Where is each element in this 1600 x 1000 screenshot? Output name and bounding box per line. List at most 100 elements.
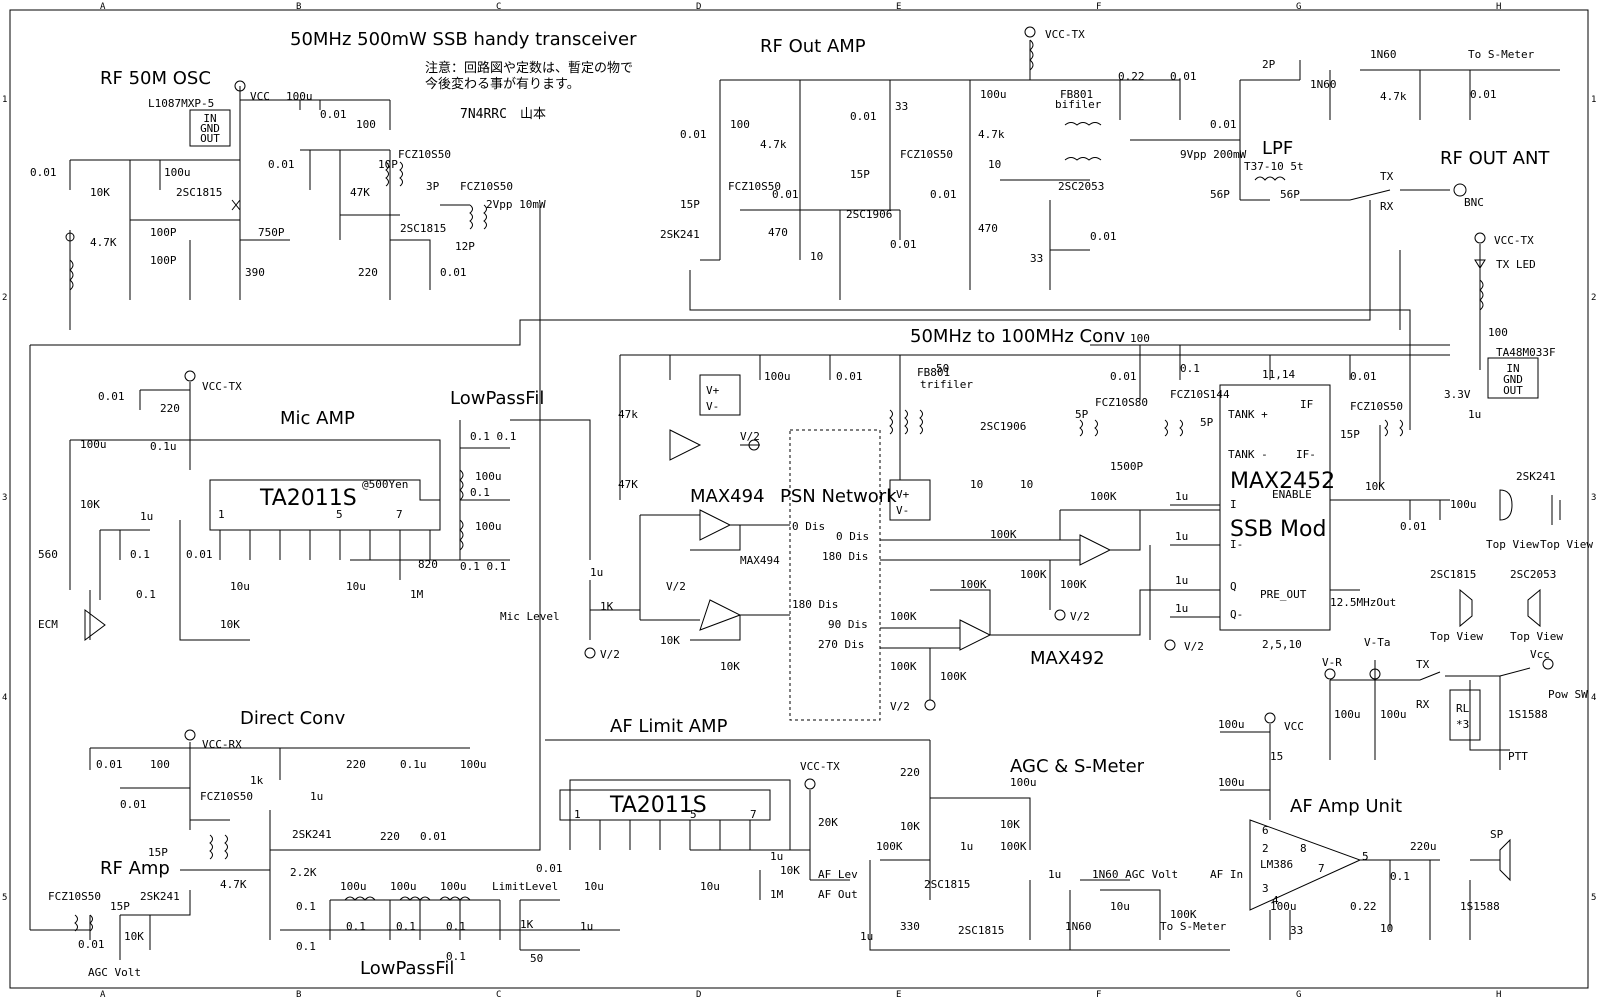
svg-text:FCZ10S50: FCZ10S50 — [460, 180, 513, 193]
opamp-symbols-2 — [959, 534, 1112, 651]
svg-text:100u: 100u — [1270, 900, 1297, 913]
svg-text:10K: 10K — [220, 618, 240, 631]
section-rf-out-amp: RF Out AMP — [760, 36, 866, 57]
reg2-in: IN — [1506, 362, 1519, 375]
svg-text:0.1: 0.1 — [446, 950, 466, 963]
ta48m033f-block: VCC-TX TX LED 100 IN GND OUT TA48M033F 3… — [1444, 232, 1556, 421]
ta48m033f-label: TA48M033F — [1496, 346, 1556, 359]
svg-text:15: 15 — [1270, 750, 1283, 763]
mic-level-label: Mic Level — [500, 610, 560, 623]
column-labels: A B C D E F G H A B C D E F G H — [100, 2, 1501, 1000]
svg-text:2SK241: 2SK241 — [292, 828, 332, 841]
svg-text:0.1: 0.1 — [1180, 362, 1200, 375]
svg-text:4.7k: 4.7k — [1380, 90, 1407, 103]
vcc-tx-terminal-icon-3 — [184, 370, 196, 382]
row-label-4: 4 — [2, 693, 7, 703]
svg-text:10K: 10K — [900, 820, 920, 833]
limit-level-label: LimitLevel — [492, 880, 558, 893]
svg-text:0.1: 0.1 — [396, 920, 416, 933]
svg-text:0.01: 0.01 — [850, 110, 877, 123]
v-half-terminal-icon-2 — [748, 439, 760, 451]
row-label-4-right: 4 — [1591, 693, 1596, 703]
svg-text:0.01: 0.01 — [1350, 370, 1377, 383]
opamp-buffer-2 — [889, 479, 931, 521]
row-label-1-right: 1 — [1591, 95, 1596, 105]
af-out-label: AF Out — [818, 888, 858, 901]
svg-text:0.01: 0.01 — [1110, 370, 1137, 383]
svg-text:47K: 47K — [618, 478, 638, 491]
l1087-regulator — [189, 109, 231, 147]
svg-text:15P: 15P — [110, 900, 130, 913]
top-view-2sk241-label: 2SK241 — [1516, 470, 1556, 483]
agc-block: 220 10K 100K 1u 100K 10K 100u 2SC1815 33… — [545, 739, 1243, 951]
vcc-tx-label-3: VCC-TX — [202, 380, 242, 393]
svg-text:4.7k: 4.7k — [978, 128, 1005, 141]
vcc-tx-terminal-icon-4 — [804, 778, 816, 790]
svg-text:2.2K: 2.2K — [290, 866, 317, 879]
svg-text:0.01: 0.01 — [536, 862, 563, 875]
section-rf-osc: RF 50M OSC — [100, 68, 211, 89]
svg-text:0.01: 0.01 — [890, 238, 917, 251]
section-lowpass-2: LowPassFil — [360, 958, 454, 979]
row-label-1: 1 — [2, 95, 7, 105]
svg-text:1u: 1u — [1048, 868, 1061, 881]
note-line-1: 注意：回路図や定数は、暫定の物で — [425, 60, 633, 76]
v-half-terminal-icon-5 — [1164, 639, 1176, 651]
svg-text:1N60: 1N60 — [1370, 48, 1397, 61]
svg-text:220: 220 — [358, 266, 378, 279]
rx-label-2: RX — [1416, 698, 1430, 711]
svg-text:0.01: 0.01 — [1400, 520, 1427, 533]
t37-label: T37-10 5t — [1244, 160, 1304, 173]
section-psn: PSN Network — [780, 486, 897, 507]
svg-text:100K: 100K — [940, 670, 967, 683]
svg-text:10: 10 — [1020, 478, 1033, 491]
max2452-tank-p: TANK + — [1228, 408, 1268, 421]
svg-text:1u: 1u — [770, 850, 783, 863]
vcc-label-2: VCC — [1284, 720, 1304, 733]
max2452-pre-out: PRE_OUT — [1260, 588, 1307, 601]
svg-text:FCZ10S50: FCZ10S50 — [200, 790, 253, 803]
svg-text:1S1588: 1S1588 — [1460, 900, 1500, 913]
svg-text:100u: 100u — [1450, 498, 1477, 511]
mic-level-block: Mic Level 1K 1u V/2 — [500, 419, 640, 661]
out-12m5-label: 12.5MHzOut — [1330, 596, 1396, 609]
af-lev-label: AF Lev — [818, 868, 858, 881]
svg-text:50: 50 — [530, 952, 543, 965]
section-mic-amp: Mic AMP — [280, 408, 355, 429]
max2452-vcc-pins: 11,14 — [1262, 368, 1295, 381]
svg-text:47K: 47K — [350, 186, 370, 199]
max2452-block: TANK + TANK - IF IF- ENABLE I I- Q Q- PR… — [1149, 368, 1477, 651]
svg-text:1N60: 1N60 — [1310, 78, 1337, 91]
col-label-e-bottom: E — [896, 990, 901, 1000]
svg-text:10K: 10K — [90, 186, 110, 199]
vcc-rx-label: VCC-RX — [202, 738, 242, 751]
svg-text:2SC1906: 2SC1906 — [980, 420, 1026, 433]
svg-text:100u: 100u — [390, 880, 417, 893]
ecm-label: ECM — [38, 618, 58, 631]
v3v3-label: 3.3V — [1444, 388, 1471, 401]
svg-text:100u: 100u — [1218, 718, 1245, 731]
svg-text:1500P: 1500P — [1110, 460, 1143, 473]
top-view-2sc2053-label: 2SC2053 — [1510, 568, 1556, 581]
svg-text:2: 2 — [1262, 842, 1269, 855]
svg-text:1u: 1u — [1175, 602, 1188, 615]
svg-text:100u: 100u — [1334, 708, 1361, 721]
svg-text:V+: V+ — [896, 488, 910, 501]
rf-osc-block: IN GND OUT L1087MXP-5 VCC 0.01 10K 4.7K … — [30, 80, 546, 330]
lm386-label: LM386 — [1260, 858, 1293, 871]
svg-text:100K: 100K — [960, 578, 987, 591]
max2452-tank-m: TANK - — [1228, 448, 1268, 461]
svg-text:FCZ10S50: FCZ10S50 — [900, 148, 953, 161]
svg-text:0.1: 0.1 — [296, 940, 316, 953]
svg-text:FCZ10S50: FCZ10S50 — [728, 180, 781, 193]
vcc-tx-label-1: VCC-TX — [1045, 28, 1085, 41]
svg-text:470: 470 — [978, 222, 998, 235]
fcz10s50-if-coil-icon — [1384, 419, 1403, 437]
vcc-sw-label: Vcc — [1530, 648, 1550, 661]
col-label-a-bottom: A — [100, 990, 106, 1000]
svg-text:3P: 3P — [426, 180, 440, 193]
svg-text:0.01: 0.01 — [30, 166, 57, 179]
svg-text:100u: 100u — [475, 520, 502, 533]
row-label-3-right: 3 — [1591, 493, 1596, 503]
svg-text:0.22: 0.22 — [1118, 70, 1145, 83]
